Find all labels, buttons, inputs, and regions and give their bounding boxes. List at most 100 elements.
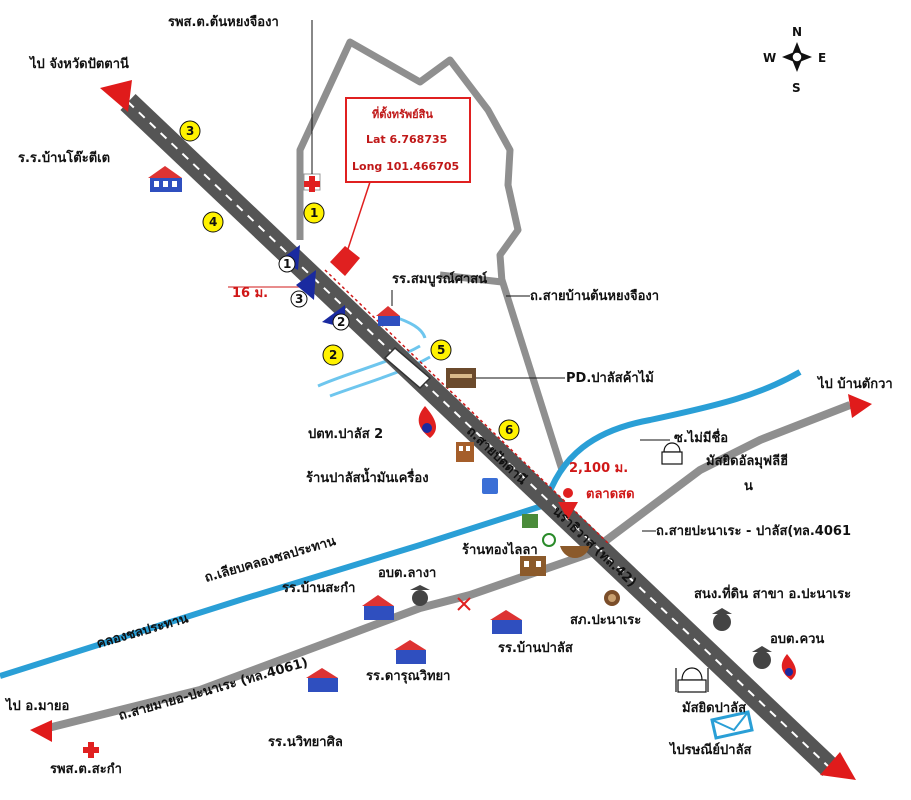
svg-text:N: N (792, 25, 802, 39)
nav-marker-3 (290, 290, 308, 308)
school-icon (490, 610, 522, 634)
svg-text:W: W (763, 51, 776, 65)
label-tambon-khuan: อบต.ควน (770, 632, 824, 647)
label-school-darun: รร.ดารุณวิทยา (366, 669, 450, 684)
canal-line (0, 502, 546, 679)
yellow-marker-1: 1 (303, 202, 325, 224)
nav-marker-1 (278, 255, 296, 273)
label-school-witthayasin: รร.นวิทยาศิล (268, 735, 343, 750)
bridge (383, 346, 432, 390)
property-long: Long 101.466705 (352, 160, 459, 173)
label-mosque-palas: มัสยิดปาลัส (682, 701, 746, 716)
highway-centerline (127, 101, 831, 769)
label-to-taktawa: ไป บ้านตักวา (816, 375, 893, 392)
label-to-mayo: ไป อ.มายอ (4, 697, 69, 714)
river-line (542, 369, 802, 506)
label-tambon-langa: อบต.ลางา (378, 566, 436, 581)
road-mayo-line (39, 546, 602, 734)
market-building-icon (522, 514, 556, 547)
label-school-banpalas: รร.บ้านปาลัส (498, 640, 573, 656)
road-taktawa-line (597, 401, 852, 549)
label-school-bansakam: รร.บ้านสะกำ (282, 580, 355, 596)
label-school-bantotiti: ร.ร.บ้านโต๊ะตีเต (18, 149, 110, 166)
gold-shop-icon (520, 556, 546, 576)
arrow-pattani (100, 80, 132, 112)
svg-text:E: E (818, 51, 826, 65)
distance-line (324, 269, 611, 546)
label-road-mayo: ถ.สายมายอ-ปะนาเระ (ทล.4061) (117, 655, 310, 724)
school-icon (306, 668, 338, 692)
compass-rose-icon: N S E W (763, 25, 826, 95)
market-pin-icon (558, 488, 578, 520)
arrow-south (820, 752, 856, 780)
police-icon (604, 590, 620, 606)
school-icon (394, 640, 426, 664)
school-icon (376, 306, 400, 326)
label-ptt-palas: ปตท.ปาลัส 2 (308, 427, 383, 442)
label-health-sakam: รพส.ต.สะกำ (50, 761, 122, 777)
label-fresh-market: ตลาดสด (586, 487, 635, 502)
stream-line (317, 344, 421, 388)
property-lat: Lat 6.768735 (366, 133, 447, 146)
nav-marker-2-label: 2 (337, 315, 345, 329)
label-road-tonyong: ถ.สายบ้านต้นหยงจืองา (530, 288, 659, 304)
label-mosque-almufli-2: น (744, 479, 753, 494)
label-mosque-almufli: มัสยิดอัลมุฟลีฮี (706, 453, 788, 469)
arrow-mayo (30, 720, 52, 742)
emblem-icon (712, 608, 732, 631)
svg-text:4: 4 (209, 215, 217, 229)
mosque-icon (661, 442, 683, 465)
yellow-marker-6: 6 (498, 419, 520, 441)
nav-marker-3-label: 3 (295, 292, 303, 306)
label-oil-shop: ร้านปาลัสน้ำมันเครื่อง (306, 467, 429, 486)
svg-text:2: 2 (329, 348, 337, 362)
label-to-pattani: ไป จังหวัดปัตตานี (28, 55, 129, 72)
property-title: ที่ตั้งทรัพย์สิน (372, 106, 433, 121)
label-road-panare: ถ.สายปะนาเระ - ปาลัส(ทล.4061 (656, 524, 851, 539)
svg-text:S: S (792, 81, 801, 95)
yellow-marker-2: 2 (322, 344, 344, 366)
width-label: 16 ม. (232, 286, 268, 301)
hospital-icon (303, 173, 321, 192)
label-canal: คลองชลประทาน (95, 611, 190, 652)
emblem-icon (410, 585, 430, 606)
yellow-marker-4: 4 (202, 211, 224, 233)
school-icon (362, 595, 394, 620)
label-health-tonyong: รพส.ต.ต้นหยงจืองา (168, 14, 279, 30)
yellow-marker-3: 3 (179, 120, 201, 142)
gas-station-icon (418, 406, 437, 438)
yellow-marker-5: 5 (430, 339, 452, 361)
svg-text:6: 6 (505, 423, 513, 437)
mosque-icon (675, 667, 709, 693)
label-gold-shop: ร้านทองไลลา (462, 541, 538, 558)
road-tonyong-line (498, 278, 566, 472)
svg-text:3: 3 (186, 124, 194, 138)
emblem-icon (752, 646, 772, 669)
svg-text:5: 5 (437, 343, 445, 357)
market-bowl-icon (560, 546, 590, 558)
lumber-shop-icon (446, 368, 476, 388)
shop-icon (456, 442, 474, 462)
arrow-taktawa (848, 394, 872, 418)
mail-icon (710, 710, 754, 740)
property-pointer (344, 181, 371, 259)
nav-marker-2 (332, 313, 350, 331)
property-box (345, 97, 471, 183)
label-post-office: ไปรษณีย์ปาลัส (668, 741, 752, 758)
bank-icon (482, 478, 498, 494)
property-parcel (330, 246, 360, 276)
school-icon (148, 166, 182, 192)
label-distance: 2,100 ม. (569, 461, 628, 476)
gas-station-icon (781, 654, 796, 680)
nav-triangle-3 (296, 270, 316, 300)
label-police: สภ.ปะนาเระ (570, 613, 641, 628)
label-land-office: สนง.ที่ดิน สาขา อ.ปะนาเระ (694, 584, 851, 602)
hospital-icon (83, 742, 99, 758)
label-school-somboon: รร.สมบูรณ์ศาสน์ (392, 271, 487, 287)
label-soi-noname: ซ.ไม่มีชื่อ (674, 428, 728, 446)
svg-text:1: 1 (310, 206, 318, 220)
nav-marker-1-label: 1 (283, 257, 291, 271)
label-pd-palas: PD.ปาลัสค้าไม้ (566, 369, 654, 386)
property-boundary (296, 38, 522, 286)
